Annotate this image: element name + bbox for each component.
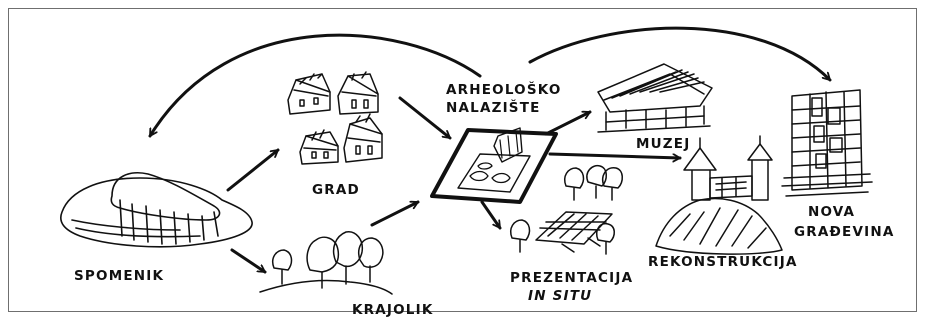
- grad-sketch: [287, 71, 383, 165]
- arrow-arheolosko-to-spomenik: [148, 33, 482, 138]
- muzej-sketch: [597, 63, 713, 133]
- arrow-arheolosko-to-nova-gradevina: [528, 26, 832, 82]
- spomenik-sketch: [60, 172, 253, 248]
- nova-gradevina-sketch: [781, 89, 873, 197]
- label-nova-line1: NOVA: [808, 204, 855, 220]
- labels: SPOMENIK GRAD KRAJOLIK ARHEOLOŠKO NALAZI…: [74, 80, 894, 318]
- arrow-arheolosko-to-prezentacija: [480, 200, 502, 230]
- label-nova-line2: GRAĐEVINA: [794, 224, 894, 240]
- label-krajolik: KRAJOLIK: [352, 302, 434, 318]
- arrows: [148, 26, 832, 274]
- arrow-spomenik-to-krajolik: [230, 248, 267, 274]
- label-rekonstrukcija: REKONSTRUKCIJA: [648, 254, 798, 270]
- label-grad: GRAD: [312, 182, 360, 198]
- krajolik-sketch: [259, 231, 393, 295]
- arheolosko-sketch: [430, 127, 558, 204]
- label-prezentacija-line1: PREZENTACIJA: [510, 270, 633, 286]
- rekonstrukcija-sketch: [655, 135, 783, 255]
- arrow-arheolosko-to-rekonstrukcija: [548, 152, 682, 158]
- prezentacija-sketch: [510, 164, 623, 255]
- label-muzej: MUZEJ: [636, 136, 690, 152]
- arrow-grad-to-arheolosko: [398, 96, 452, 140]
- label-arheolosko-line2: NALAZIŠTE: [446, 98, 541, 116]
- label-spomenik: SPOMENIK: [74, 268, 164, 284]
- arrow-spomenik-to-grad: [226, 148, 280, 192]
- label-prezentacija-line2: IN SITU: [528, 288, 592, 304]
- arrow-krajolik-to-arheolosko: [370, 200, 420, 227]
- arrow-arheolosko-to-muzej: [544, 110, 592, 136]
- label-arheolosko-line1: ARHEOLOŠKO: [446, 80, 562, 98]
